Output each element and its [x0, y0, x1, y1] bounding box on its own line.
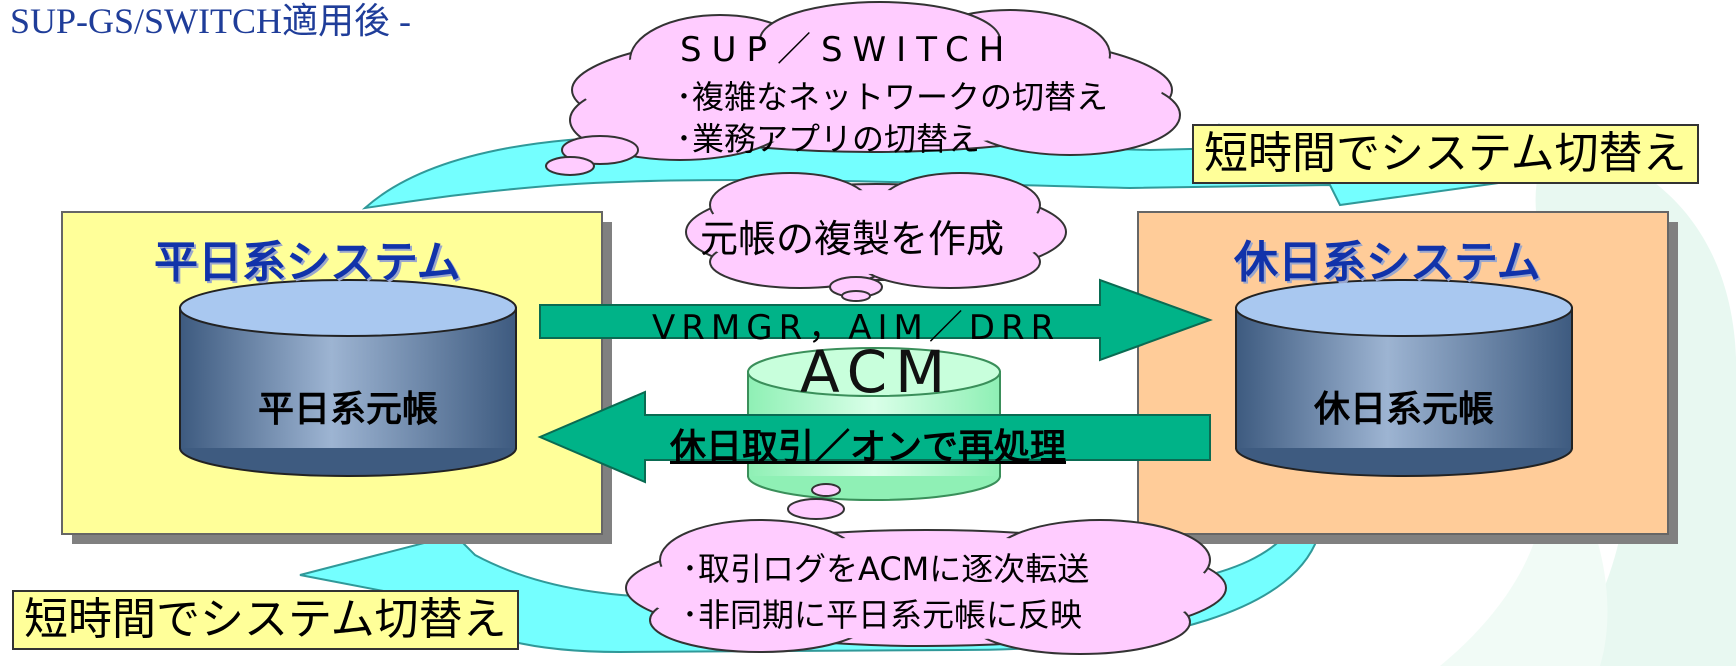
bottom-thought-cloud — [625, 483, 1227, 655]
weekday-system-title: 平日系システム — [154, 237, 461, 288]
acm-label: ACM — [800, 338, 954, 406]
middle-cloud-text: 元帳の複製を作成 — [700, 217, 1005, 261]
top-cloud-line1: ･複雑なネットワークの切替え — [676, 78, 1109, 116]
top-cloud-line2: ･業務アプリの切替え — [676, 120, 981, 158]
replication-arrow-label: VRMGR，AIM／DRR — [652, 308, 1061, 348]
top-cloud-heading: SUP／SWITCH — [680, 30, 1015, 70]
reprocess-arrow-left — [537, 390, 1211, 484]
weekday-ledger-label: 平日系元帳 — [257, 389, 438, 430]
replication-arrow-right — [539, 278, 1213, 362]
switch-label-bottom: 短時間でシステム切替え — [12, 590, 519, 650]
holiday-ledger-db-icon — [1235, 279, 1573, 477]
bottom-cloud-line2: ･非同期に平日系元帳に反映 — [682, 596, 1083, 634]
holiday-system-title: 休日系システム — [1234, 237, 1541, 288]
top-thought-cloud — [545, 1, 1181, 176]
holiday-ledger-label: 休日系元帳 — [1313, 389, 1494, 430]
page-title: SUP-GS/SWITCH適用後 - — [10, 1, 412, 41]
reprocess-arrow-label: 休日取引／オンで再処理 — [670, 427, 1067, 468]
weekday-ledger-db-icon — [179, 279, 517, 477]
middle-thought-cloud — [685, 172, 1067, 302]
switch-label-top: 短時間でシステム切替え — [1192, 124, 1699, 184]
bottom-cloud-line1: ･取引ログをACMに逐次転送 — [682, 550, 1090, 588]
